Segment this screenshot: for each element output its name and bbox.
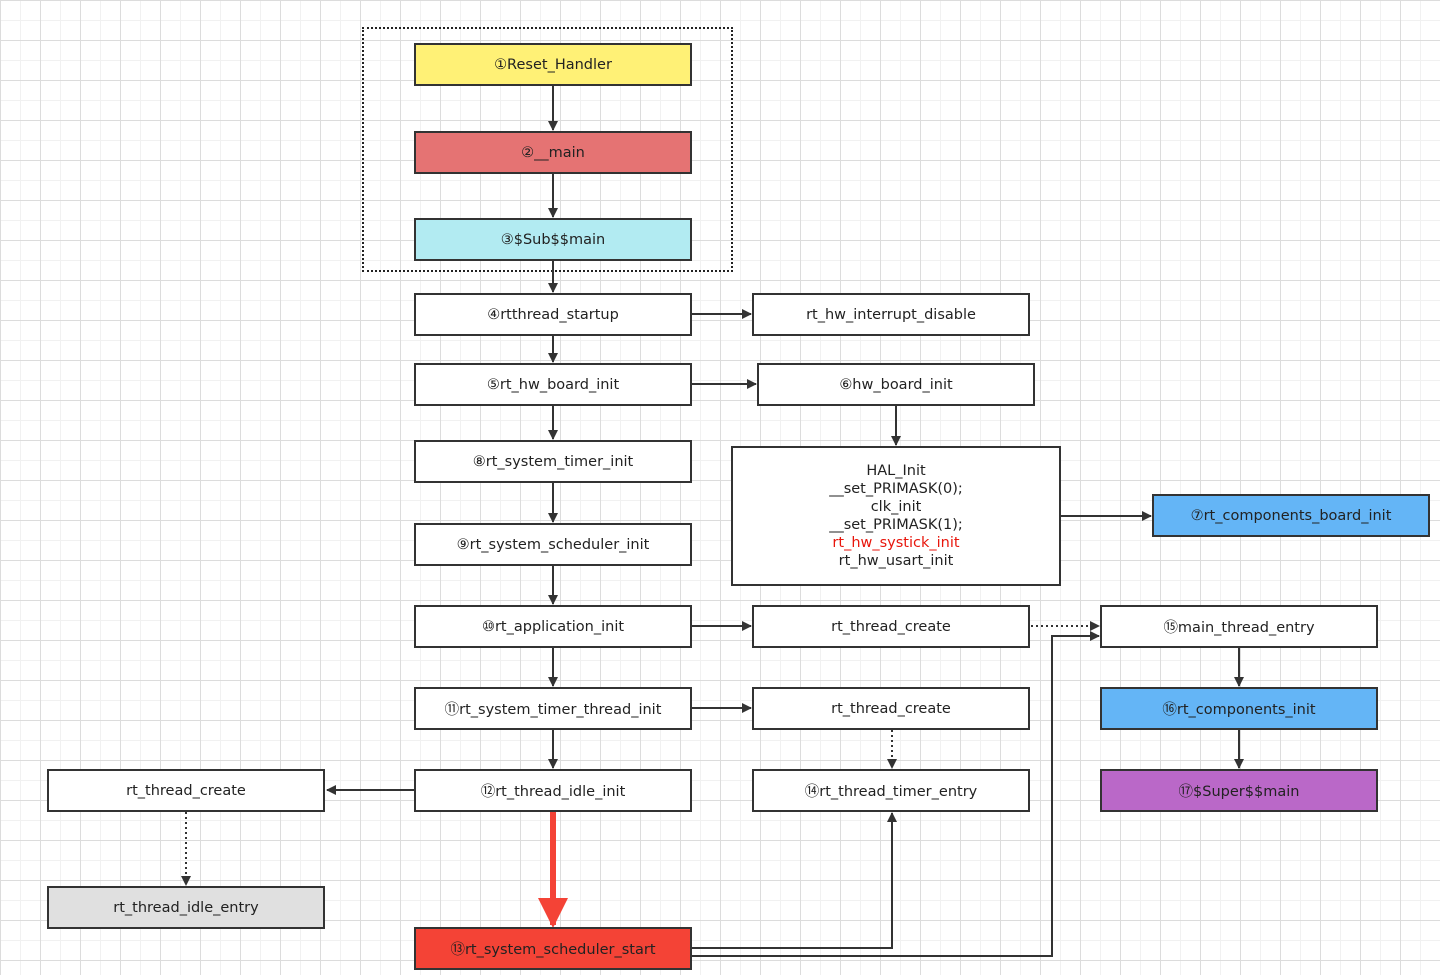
node-hal-init-block: HAL_Init __set_PRIMASK(0); clk_init __se…: [731, 446, 1061, 586]
node-reset-handler: ①Reset_Handler: [414, 43, 692, 86]
node-rt-thread-idle-init: ⑫rt_thread_idle_init: [414, 769, 692, 812]
edge-schedstart-to-timerentry: [692, 812, 897, 949]
hal-line-hal-init: HAL_Init: [866, 463, 926, 479]
node-rt-thread-create-app: rt_thread_create: [752, 605, 1030, 648]
node-rt-system-timer-init: ⑧rt_system_timer_init: [414, 440, 692, 483]
node-rt-thread-create-idle: rt_thread_create: [47, 769, 325, 812]
node-rt-system-scheduler-init: ⑨rt_system_scheduler_init: [414, 523, 692, 566]
startup-group-box: [362, 27, 733, 272]
hal-line-systick-init: rt_hw_systick_init: [832, 535, 960, 551]
node-main: ②__main: [414, 131, 692, 174]
node-rt-hw-board-init: ⑤rt_hw_board_init: [414, 363, 692, 406]
node-rt-thread-idle-entry: rt_thread_idle_entry: [47, 886, 325, 929]
node-rtthread-startup: ④rtthread_startup: [414, 293, 692, 336]
hal-line-usart-init: rt_hw_usart_init: [838, 553, 954, 569]
hal-line-set-primask-1: __set_PRIMASK(1);: [829, 517, 963, 533]
node-rt-system-scheduler-start: ⑬rt_system_scheduler_start: [414, 927, 692, 970]
node-rt-system-timer-thread-init: ⑪rt_system_timer_thread_init: [414, 687, 692, 730]
node-rt-components-init: ⑯rt_components_init: [1100, 687, 1378, 730]
hal-line-clk-init: clk_init: [870, 499, 922, 515]
node-rt-thread-timer-entry: ⑭rt_thread_timer_entry: [752, 769, 1030, 812]
node-rt-hw-interrupt-disable: rt_hw_interrupt_disable: [752, 293, 1030, 336]
edge-schedstart-to-mainthread: [692, 631, 1100, 957]
node-rt-components-board-init: ⑦rt_components_board_init: [1152, 494, 1430, 537]
node-rt-thread-create-timer: rt_thread_create: [752, 687, 1030, 730]
node-hw-board-init: ⑥hw_board_init: [757, 363, 1035, 406]
node-sub-main: ③$Sub$$main: [414, 218, 692, 261]
node-super-main: ⑰$Super$$main: [1100, 769, 1378, 812]
node-rt-application-init: ⑩rt_application_init: [414, 605, 692, 648]
hal-line-set-primask-0: __set_PRIMASK(0);: [829, 481, 963, 497]
node-main-thread-entry: ⑮main_thread_entry: [1100, 605, 1378, 648]
